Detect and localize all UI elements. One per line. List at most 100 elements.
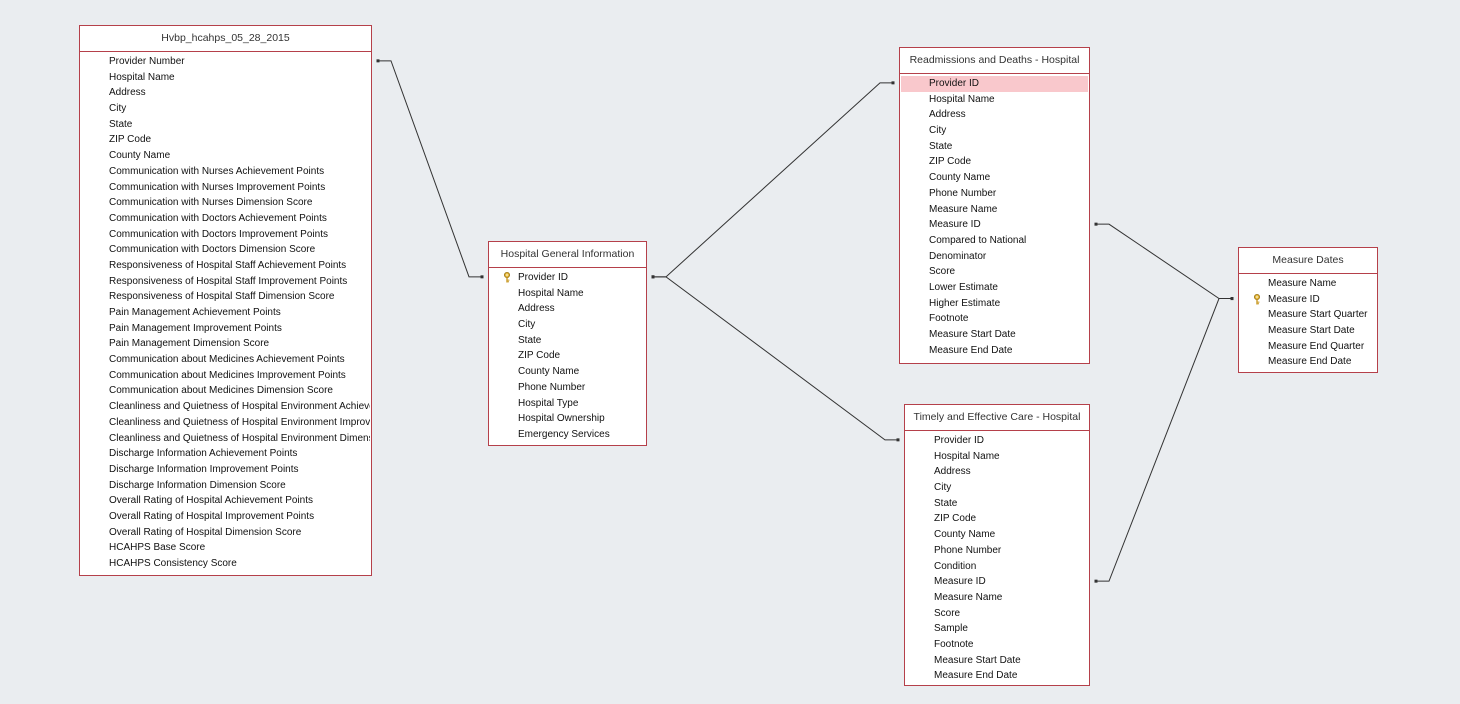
field-measure-name[interactable]: Measure Name [901,202,1088,218]
field-denominator[interactable]: Denominator [901,249,1088,265]
field-measure-end-date[interactable]: Measure End Date [1240,354,1376,370]
field-city[interactable]: City [906,480,1088,496]
field-communication-about-medicines-improvement-points[interactable]: Communication about Medicines Improvemen… [81,368,370,384]
relationship-line-hvbp-hgi[interactable] [378,60,482,278]
field-responsiveness-of-hospital-staff-improvement-points[interactable]: Responsiveness of Hospital Staff Improve… [81,274,370,290]
field-state[interactable]: State [490,333,645,349]
field-phone-number[interactable]: Phone Number [490,380,645,396]
field-hospital-name[interactable]: Hospital Name [901,92,1088,108]
field-phone-number[interactable]: Phone Number [906,543,1088,559]
field-communication-with-doctors-achievement-points[interactable]: Communication with Doctors Achievement P… [81,211,370,227]
field-provider-number[interactable]: Provider Number [81,54,370,70]
field-provider-id[interactable]: Provider ID [901,76,1088,92]
field-measure-id[interactable]: Measure ID [901,217,1088,233]
field-communication-about-medicines-dimension-score[interactable]: Communication about Medicines Dimension … [81,383,370,399]
field-measure-start-date[interactable]: Measure Start Date [1240,323,1376,339]
field-measure-name[interactable]: Measure Name [906,590,1088,606]
field-state[interactable]: State [906,496,1088,512]
field-overall-rating-of-hospital-achievement-points[interactable]: Overall Rating of Hospital Achievement P… [81,493,370,509]
field-hcahps-base-score[interactable]: HCAHPS Base Score [81,540,370,556]
field-state[interactable]: State [901,139,1088,155]
field-discharge-information-improvement-points[interactable]: Discharge Information Improvement Points [81,462,370,478]
field-emergency-services[interactable]: Emergency Services [490,427,645,443]
field-measure-id[interactable]: Measure ID [1240,292,1376,308]
field-score[interactable]: Score [906,606,1088,622]
field-county-name[interactable]: County Name [490,364,645,380]
field-zip-code[interactable]: ZIP Code [906,511,1088,527]
field-zip-code[interactable]: ZIP Code [81,132,370,148]
field-measure-end-quarter[interactable]: Measure End Quarter [1240,339,1376,355]
field-communication-with-doctors-dimension-score[interactable]: Communication with Doctors Dimension Sco… [81,242,370,258]
field-discharge-information-achievement-points[interactable]: Discharge Information Achievement Points [81,446,370,462]
table-title[interactable]: Timely and Effective Care - Hospital [905,405,1089,431]
field-measure-end-date[interactable]: Measure End Date [901,343,1088,359]
field-pain-management-improvement-points[interactable]: Pain Management Improvement Points [81,321,370,337]
field-footnote[interactable]: Footnote [901,311,1088,327]
field-hospital-type[interactable]: Hospital Type [490,396,645,412]
field-measure-end-date[interactable]: Measure End Date [906,668,1088,684]
field-county-name[interactable]: County Name [901,170,1088,186]
relationship-line-hgi-tec[interactable] [653,276,898,441]
field-lower-estimate[interactable]: Lower Estimate [901,280,1088,296]
field-condition[interactable]: Condition [906,559,1088,575]
field-pain-management-dimension-score[interactable]: Pain Management Dimension Score [81,336,370,352]
field-communication-with-nurses-improvement-points[interactable]: Communication with Nurses Improvement Po… [81,180,370,196]
field-cleanliness-and-quietness-of-hospital-environment-dimens[interactable]: Cleanliness and Quietness of Hospital En… [81,431,370,447]
table-title[interactable]: Measure Dates [1239,248,1377,274]
field-cleanliness-and-quietness-of-hospital-environment-achieve[interactable]: Cleanliness and Quietness of Hospital En… [81,399,370,415]
field-hcahps-consistency-score[interactable]: HCAHPS Consistency Score [81,556,370,572]
field-county-name[interactable]: County Name [81,148,370,164]
field-compared-to-national[interactable]: Compared to National [901,233,1088,249]
field-measure-name[interactable]: Measure Name [1240,276,1376,292]
field-city[interactable]: City [490,317,645,333]
field-address[interactable]: Address [81,85,370,101]
field-cleanliness-and-quietness-of-hospital-environment-improv[interactable]: Cleanliness and Quietness of Hospital En… [81,415,370,431]
field-score[interactable]: Score [901,264,1088,280]
relationship-line-tec-md[interactable] [1096,298,1232,582]
field-communication-with-doctors-improvement-points[interactable]: Communication with Doctors Improvement P… [81,227,370,243]
field-measure-id[interactable]: Measure ID [906,574,1088,590]
field-communication-with-nurses-achievement-points[interactable]: Communication with Nurses Achievement Po… [81,164,370,180]
field-measure-start-date[interactable]: Measure Start Date [901,327,1088,343]
field-hospital-name[interactable]: Hospital Name [81,70,370,86]
table-title[interactable]: Hvbp_hcahps_05_28_2015 [80,26,371,52]
field-hospital-ownership[interactable]: Hospital Ownership [490,411,645,427]
field-communication-with-nurses-dimension-score[interactable]: Communication with Nurses Dimension Scor… [81,195,370,211]
field-hospital-name[interactable]: Hospital Name [906,449,1088,465]
field-address[interactable]: Address [901,107,1088,123]
field-zip-code[interactable]: ZIP Code [901,154,1088,170]
field-address[interactable]: Address [490,301,645,317]
field-higher-estimate[interactable]: Higher Estimate [901,296,1088,312]
field-sample[interactable]: Sample [906,621,1088,637]
field-pain-management-achievement-points[interactable]: Pain Management Achievement Points [81,305,370,321]
field-city[interactable]: City [81,101,370,117]
relationship-endpoint [480,275,484,279]
field-responsiveness-of-hospital-staff-achievement-points[interactable]: Responsiveness of Hospital Staff Achieve… [81,258,370,274]
field-zip-code[interactable]: ZIP Code [490,348,645,364]
field-provider-id[interactable]: Provider ID [490,270,645,286]
field-measure-start-quarter[interactable]: Measure Start Quarter [1240,307,1376,323]
field-overall-rating-of-hospital-improvement-points[interactable]: Overall Rating of Hospital Improvement P… [81,509,370,525]
field-footnote[interactable]: Footnote [906,637,1088,653]
relationship-line-rdh-md[interactable] [1096,223,1232,300]
field-discharge-information-dimension-score[interactable]: Discharge Information Dimension Score [81,478,370,494]
field-address[interactable]: Address [906,464,1088,480]
table-title[interactable]: Readmissions and Deaths - Hospital [900,48,1089,74]
field-responsiveness-of-hospital-staff-dimension-score[interactable]: Responsiveness of Hospital Staff Dimensi… [81,289,370,305]
field-state[interactable]: State [81,117,370,133]
field-communication-about-medicines-achievement-points[interactable]: Communication about Medicines Achievemen… [81,352,370,368]
field-overall-rating-of-hospital-dimension-score[interactable]: Overall Rating of Hospital Dimension Sco… [81,525,370,541]
field-measure-start-date[interactable]: Measure Start Date [906,653,1088,669]
field-city[interactable]: City [901,123,1088,139]
field-county-name[interactable]: County Name [906,527,1088,543]
relationship-line-hgi-rdh[interactable] [653,82,893,278]
field-hospital-name[interactable]: Hospital Name [490,286,645,302]
field-provider-id[interactable]: Provider ID [906,433,1088,449]
table-title[interactable]: Hospital General Information [489,242,646,268]
field-phone-number[interactable]: Phone Number [901,186,1088,202]
